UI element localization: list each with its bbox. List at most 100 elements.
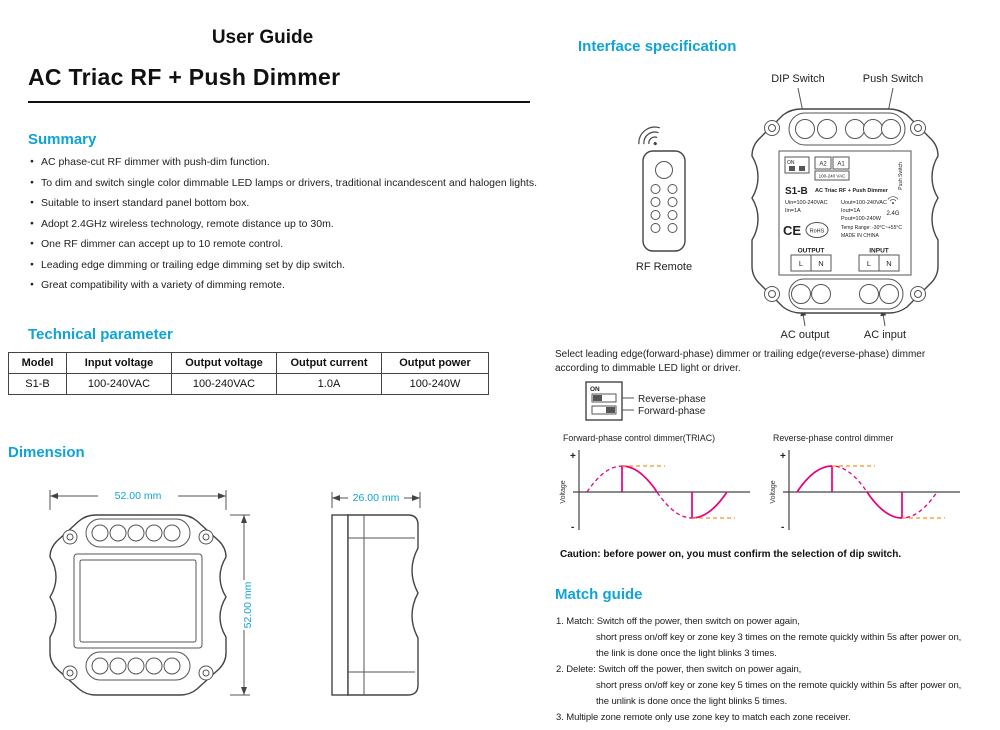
match-guide-line: the link is done once the light blinks 3… [596, 648, 777, 659]
match-guide-line: short press on/off key or zone key 3 tim… [596, 632, 962, 643]
summary-bullet: Leading edge dimming or trailing edge di… [30, 259, 537, 271]
input-l-label: L [867, 259, 871, 268]
summary-bullet: Great compatibility with a variety of di… [30, 279, 537, 291]
device-model: S1-B [785, 186, 808, 197]
minus-sign: - [781, 522, 784, 533]
col-header-input-voltage: Input voltage [66, 352, 172, 374]
output-n-label: N [818, 259, 823, 268]
dip-legend: ON Reverse-phase Forward-phase [585, 381, 706, 421]
a1-box [832, 156, 850, 170]
rohs-mark-circle [805, 222, 829, 238]
summary-bullet: To dim and switch single color dimmable … [30, 177, 537, 189]
dip-handle-1 [593, 395, 602, 401]
side-width-label: 26.00 mm [353, 492, 400, 504]
chopped-wave [797, 465, 902, 519]
wireless-signal-icon [638, 126, 660, 146]
caution-text: Caution: before power on, you must confi… [560, 549, 902, 560]
device-name: AC Triac RF + Push Dimmer [815, 188, 889, 194]
reverse-phase-label: Reverse-phase [638, 394, 706, 405]
wireless-label: 2.4G [886, 211, 899, 217]
forward-waveform-title: Forward-phase control dimmer(TRIAC) [563, 433, 715, 443]
ac-input-label: AC input [864, 329, 906, 341]
voltage-axis-label: Voltage [770, 480, 777, 503]
summary-bullet: AC phase-cut RF dimmer with push-dim fun… [30, 156, 537, 168]
voltage-axis-label: Voltage [560, 480, 567, 503]
match-guide-heading: Match guide [555, 586, 643, 603]
dimmer-device: ON A2 A1 100-240 VAC Push Switch S1-B AC… [751, 108, 939, 314]
chopped-wave [622, 465, 727, 519]
dimension-heading: Dimension [8, 444, 85, 461]
col-header-output-current: Output current [276, 352, 382, 374]
table-header-row: Model Input voltage Output voltage Outpu… [8, 352, 489, 374]
summary-list: AC phase-cut RF dimmer with push-dim fun… [30, 156, 537, 300]
col-header-output-voltage: Output voltage [171, 352, 277, 374]
cell-output-power: 100-240W [381, 373, 489, 395]
dip-slot-2 [591, 405, 617, 415]
remote-zone-buttons [650, 184, 678, 233]
a1-label: A1 [837, 162, 845, 168]
summary-bullet: Suitable to insert standard panel bottom… [30, 197, 537, 209]
reverse-phase-waveform: Reverse-phase control dimmer Voltage + - [770, 433, 960, 533]
title-underline [28, 101, 530, 103]
input-label: INPUT [869, 248, 889, 255]
plus-sign: + [780, 451, 786, 462]
technical-heading: Technical parameter [28, 326, 173, 343]
push-switch-label: Push Switch [863, 73, 924, 85]
spec-uout: Uout=100-240VAC [841, 200, 887, 206]
forward-phase-waveform: Forward-phase control dimmer(TRIAC) Volt… [560, 433, 750, 533]
output-l-label: L [799, 259, 803, 268]
front-corner-screws [62, 529, 214, 681]
device-dip-on-label: ON [787, 160, 795, 166]
dip-legend-on-label: ON [590, 386, 600, 393]
match-guide-line: 3. Multiple zone remote only use zone ke… [556, 712, 851, 723]
match-guide-list: 1. Match: Switch off the power, then swi… [556, 614, 1000, 726]
dimension-front-view: 52.00 mm 52.00 mm [49, 490, 254, 696]
table-row: S1-B 100-240VAC 100-240VAC 1.0A 100-240W [8, 373, 489, 395]
dip-lever [789, 166, 795, 171]
dip-switch-holes [795, 119, 837, 139]
front-panel-inner [79, 559, 197, 643]
front-height-measure: 52.00 mm [230, 514, 254, 696]
summary-bullet: One RF dimmer can accept up to 10 remote… [30, 238, 537, 250]
dip-handle-2 [606, 407, 615, 413]
cell-input-voltage: 100-240VAC [66, 373, 172, 395]
spec-iout: Iout=1A [841, 208, 860, 214]
match-guide-line: the unlink is done once the light blinks… [596, 696, 788, 707]
side-face-plate [331, 514, 349, 696]
spec-iin: Iin=1A [785, 208, 801, 214]
match-guide-line: 2. Delete: Switch off the power, then sw… [556, 664, 802, 675]
vac-box [814, 170, 850, 181]
cell-output-voltage: 100-240VAC [171, 373, 277, 395]
a2-box [814, 156, 832, 170]
front-height-label: 52.00 mm [242, 581, 254, 628]
push-switch-buttons [845, 119, 901, 139]
side-body-outline [347, 514, 419, 696]
dip-switch-label: DIP Switch [771, 73, 825, 85]
made-in-label: MADE IN CHINA [841, 233, 879, 239]
summary-bullet: Adopt 2.4GHz wireless technology, remote… [30, 218, 537, 230]
remote-power-button [655, 161, 673, 179]
interface-figure: DIP Switch Push Switch AC output AC inpu… [636, 73, 939, 341]
side-width-measure: 26.00 mm [331, 492, 421, 508]
input-n-label: N [886, 259, 891, 268]
a2-label: A2 [819, 162, 827, 168]
device-corner-screws [764, 120, 926, 302]
interface-heading: Interface specification [578, 38, 737, 55]
match-guide-line: short press on/off key or zone key 5 tim… [596, 680, 962, 691]
product-title: AC Triac RF + Push Dimmer [28, 64, 341, 90]
dip-lever [799, 166, 805, 171]
summary-heading: Summary [28, 131, 97, 148]
ac-output-label: AC output [781, 329, 830, 341]
col-header-model: Model [8, 352, 67, 374]
rohs-label: RoHS [810, 229, 825, 235]
wire-entry-holes [791, 284, 899, 304]
plus-sign: + [570, 451, 576, 462]
doc-title: User Guide [211, 27, 314, 48]
match-guide-line: 1. Match: Switch off the power, then swi… [556, 616, 800, 627]
front-top-holes [91, 524, 181, 542]
output-label: OUTPUT [798, 248, 825, 255]
wireless-icon-small [887, 196, 899, 205]
front-width-measure: 52.00 mm [49, 490, 227, 510]
spec-temp: Temp Range: -30°C~+55°C [841, 225, 902, 231]
